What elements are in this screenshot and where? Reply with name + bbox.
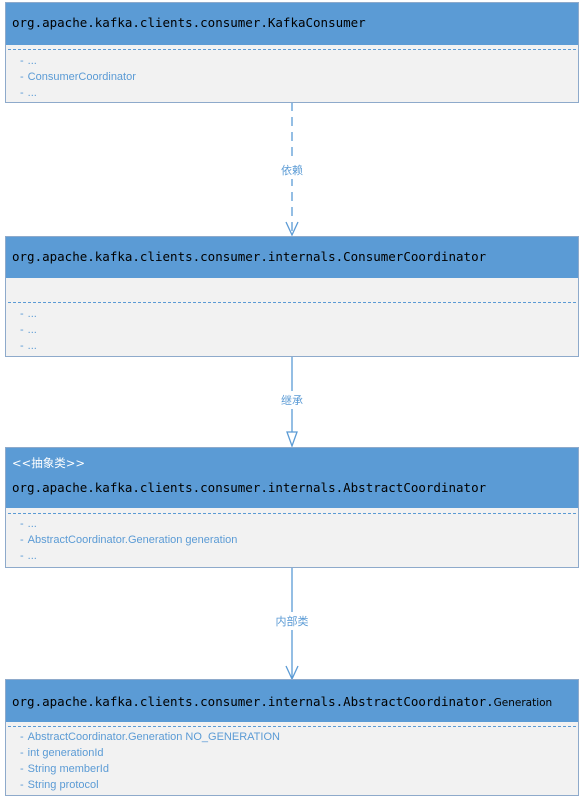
class-kafka-consumer[interactable]: org.apache.kafka.clients.consumer.KafkaC… [5, 2, 579, 103]
attribute-item: -... [20, 324, 37, 336]
attribute-list: -AbstractCoordinator.Generation NO_GENER… [20, 729, 280, 793]
attribute-divider [8, 49, 576, 50]
attribute-item: -... [20, 518, 37, 530]
class-header: org.apache.kafka.clients.consumer.intern… [6, 680, 578, 722]
attribute-list: -... -AbstractCoordinator.Generation gen… [20, 516, 237, 564]
attribute-item: -AbstractCoordinator.Generation NO_GENER… [20, 731, 280, 743]
class-name: org.apache.kafka.clients.consumer.intern… [12, 480, 487, 495]
attribute-item: -int generationId [20, 747, 104, 759]
attribute-divider [8, 513, 576, 514]
class-body: -... -... -... [6, 278, 578, 356]
class-name: org.apache.kafka.clients.consumer.intern… [12, 694, 553, 709]
attribute-item: -... [20, 55, 37, 67]
attribute-divider [8, 302, 576, 303]
class-body: -AbstractCoordinator.Generation NO_GENER… [6, 722, 578, 795]
class-body: -... -AbstractCoordinator.Generation gen… [6, 508, 578, 567]
attribute-item: -... [20, 550, 37, 562]
class-stereotype: <<抽象类>> [12, 456, 86, 470]
class-name: org.apache.kafka.clients.consumer.intern… [12, 249, 487, 264]
attribute-item: -... [20, 87, 37, 99]
inheritance-arrowhead [286, 431, 298, 448]
attribute-item: -... [20, 308, 37, 320]
class-name-suffix: Generation [493, 697, 553, 709]
class-consumer-coordinator[interactable]: org.apache.kafka.clients.consumer.intern… [5, 236, 579, 357]
class-header: org.apache.kafka.clients.consumer.KafkaC… [6, 3, 578, 45]
class-abstract-coordinator[interactable]: <<抽象类>> org.apache.kafka.clients.consume… [5, 447, 579, 568]
attribute-list: -... -... -... [20, 306, 37, 354]
inner-class-label: 内部类 [273, 612, 311, 630]
attribute-list: -... -ConsumerCoordinator -... [20, 53, 136, 101]
class-name: org.apache.kafka.clients.consumer.KafkaC… [12, 15, 366, 30]
attribute-item: -ConsumerCoordinator [20, 71, 136, 83]
class-header: org.apache.kafka.clients.consumer.intern… [6, 237, 578, 278]
attribute-item: -... [20, 340, 37, 352]
attribute-item: -AbstractCoordinator.Generation generati… [20, 534, 238, 546]
attribute-item: -String memberId [20, 763, 109, 775]
class-body: -... -ConsumerCoordinator -... [6, 45, 578, 102]
attribute-item: -String protocol [20, 779, 99, 791]
dependency-label: 依赖 [279, 161, 305, 179]
dependency-arrowhead [285, 221, 299, 237]
attribute-divider [8, 726, 576, 727]
inheritance-label: 继承 [279, 391, 305, 409]
class-generation[interactable]: org.apache.kafka.clients.consumer.intern… [5, 679, 579, 796]
class-header: <<抽象类>> org.apache.kafka.clients.consume… [6, 448, 578, 508]
